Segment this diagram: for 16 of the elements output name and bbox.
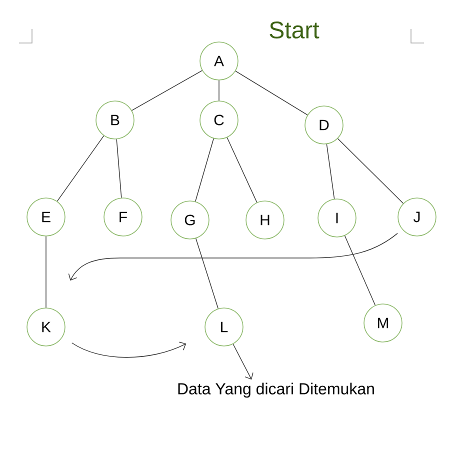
connector-line bbox=[218, 80, 220, 101]
connector-line bbox=[116, 138, 122, 198]
connector-line bbox=[226, 137, 258, 203]
connector-line bbox=[195, 138, 214, 202]
arrow bbox=[232, 344, 254, 380]
connector-line bbox=[196, 238, 218, 309]
curved-arrow bbox=[68, 232, 398, 281]
curved-arrow bbox=[72, 342, 186, 358]
connector-line bbox=[235, 70, 308, 116]
connector-line bbox=[344, 235, 376, 306]
connector-line bbox=[56, 135, 104, 202]
title: Start bbox=[270, 22, 320, 38]
connector-line bbox=[337, 138, 404, 204]
connector-line bbox=[326, 144, 335, 200]
result-text: Data Yang dicari Ditemukan bbox=[178, 382, 374, 398]
connector-line bbox=[132, 70, 202, 111]
